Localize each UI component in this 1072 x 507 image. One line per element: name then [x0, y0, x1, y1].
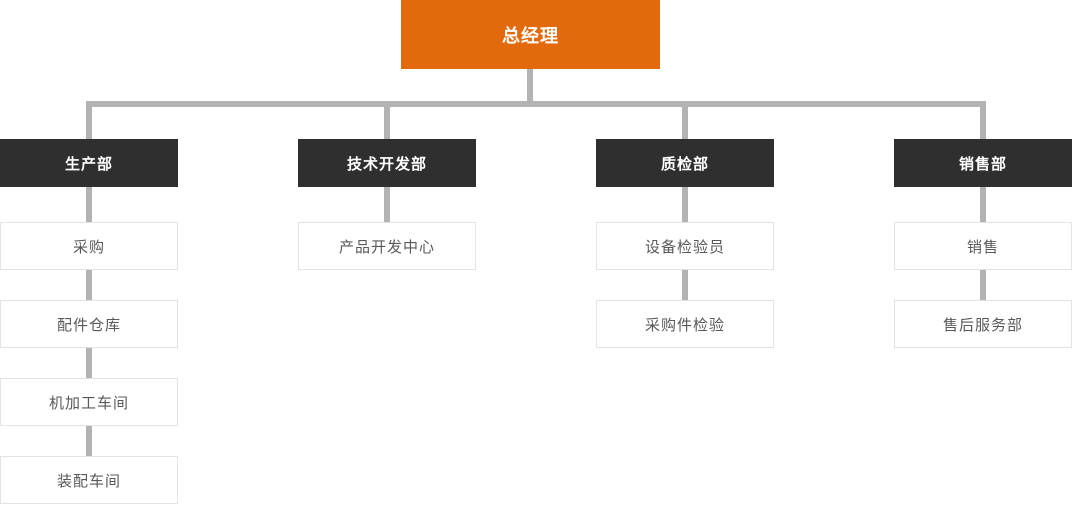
- column-tech-development: 技术开发部 产品开发中心: [298, 139, 476, 270]
- vertical-connector: [86, 187, 92, 222]
- sub-node: 机加工车间: [0, 378, 178, 426]
- vertical-connector: [384, 187, 390, 222]
- root-node: 总经理: [401, 0, 660, 69]
- column-sales: 销售部 销售 售后服务部: [894, 139, 1072, 348]
- trunk-connector: [86, 101, 986, 107]
- root-connector: [527, 69, 533, 101]
- column-production: 生产部 采购 配件仓库 机加工车间 装配车间: [0, 139, 178, 504]
- drop-connector-production: [86, 107, 92, 139]
- sub-node: 设备检验员: [596, 222, 774, 270]
- vertical-connector: [86, 270, 92, 300]
- drop-connector-tech: [384, 107, 390, 139]
- drop-connector-qa: [682, 107, 688, 139]
- sub-node: 配件仓库: [0, 300, 178, 348]
- sub-node: 采购件检验: [596, 300, 774, 348]
- sub-node: 售后服务部: [894, 300, 1072, 348]
- sub-node: 产品开发中心: [298, 222, 476, 270]
- department-node: 技术开发部: [298, 139, 476, 187]
- vertical-connector: [682, 187, 688, 222]
- department-node: 生产部: [0, 139, 178, 187]
- sub-node: 采购: [0, 222, 178, 270]
- sub-node: 装配车间: [0, 456, 178, 504]
- drop-connector-sales: [980, 107, 986, 139]
- column-quality-inspection: 质检部 设备检验员 采购件检验: [596, 139, 774, 348]
- vertical-connector: [86, 426, 92, 456]
- department-node: 销售部: [894, 139, 1072, 187]
- sub-node: 销售: [894, 222, 1072, 270]
- vertical-connector: [86, 348, 92, 378]
- department-node: 质检部: [596, 139, 774, 187]
- vertical-connector: [682, 270, 688, 300]
- vertical-connector: [980, 187, 986, 222]
- vertical-connector: [980, 270, 986, 300]
